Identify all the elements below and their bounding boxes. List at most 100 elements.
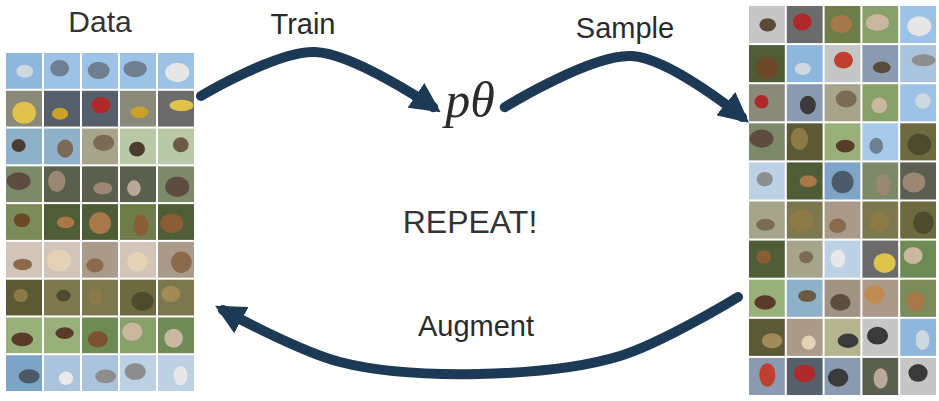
image-tile [787,45,823,82]
image-tile [825,84,861,121]
image-tile [900,358,936,395]
cycle-arrow [223,297,738,374]
image-tile [749,6,785,43]
arrow-label: Sample [572,11,678,45]
image-tile [82,280,118,316]
image-tile [900,319,936,356]
image-tile [787,241,823,278]
image-tile [82,91,118,127]
image-tile [158,129,194,165]
image-tile [44,242,80,278]
image-tile [862,45,898,82]
image-tile [158,242,194,278]
image-tile [787,123,823,160]
image-tile [900,45,936,82]
image-tile [900,280,936,317]
image-tile [6,317,42,353]
image-tile [44,129,80,165]
image-tile [44,204,80,240]
image-tile [120,280,156,316]
image-tile [82,242,118,278]
image-grid [748,5,937,396]
image-tile [825,280,861,317]
image-tile [900,123,936,160]
image-tile [825,202,861,239]
image-tile [82,53,118,89]
cycle-arrow [201,52,433,107]
image-tile [120,317,156,353]
image-tile [82,317,118,353]
image-tile [158,166,194,202]
arrow-label: Train [267,7,340,41]
image-tile [158,317,194,353]
image-tile [6,166,42,202]
image-tile [6,129,42,165]
image-tile [749,202,785,239]
image-tile [82,355,118,391]
image-tile [158,204,194,240]
image-tile [862,241,898,278]
image-tile [825,123,861,160]
image-tile [120,166,156,202]
image-tile [862,202,898,239]
image-tile [120,129,156,165]
image-tile [44,355,80,391]
arrow-label: Augment [414,309,538,343]
image-tile [862,319,898,356]
image-tile [6,53,42,89]
image-tile [862,123,898,160]
image-tile [862,84,898,121]
image-tile [120,355,156,391]
image-tile [158,53,194,89]
image-tile [862,280,898,317]
image-tile [787,6,823,43]
image-tiles [5,52,195,392]
image-tile [787,84,823,121]
image-tile [787,202,823,239]
image-tile [862,162,898,199]
image-tile [120,53,156,89]
image-grid: Data [5,4,195,392]
image-tile [44,91,80,127]
image-tile [900,162,936,199]
image-tile [749,280,785,317]
image-tile [749,241,785,278]
image-tile [120,204,156,240]
image-tile [825,45,861,82]
image-tile [862,358,898,395]
image-tile [44,166,80,202]
center-note: REPEAT! [403,203,538,241]
image-tile [900,6,936,43]
image-tile [120,242,156,278]
image-tile [6,280,42,316]
image-tile [787,358,823,395]
image-tile [749,84,785,121]
image-tile [825,319,861,356]
image-tile [749,358,785,395]
image-tile [825,162,861,199]
image-tile [900,241,936,278]
image-tile [749,162,785,199]
image-tile [825,358,861,395]
image-tile [6,242,42,278]
image-tile [82,166,118,202]
image-tile [44,280,80,316]
image-tile [44,317,80,353]
image-tile [120,91,156,127]
image-tile [82,129,118,165]
image-tile [6,91,42,127]
image-tile [158,280,194,316]
image-tile [6,204,42,240]
grid-heading: Data [5,4,195,40]
image-tile [900,84,936,121]
image-tile [749,123,785,160]
image-tile [825,6,861,43]
image-tile [787,280,823,317]
image-tile [900,202,936,239]
image-tile [787,162,823,199]
image-tile [862,6,898,43]
model-node: pθ [439,70,501,130]
image-tile [749,319,785,356]
image-tile [787,319,823,356]
image-tile [825,241,861,278]
